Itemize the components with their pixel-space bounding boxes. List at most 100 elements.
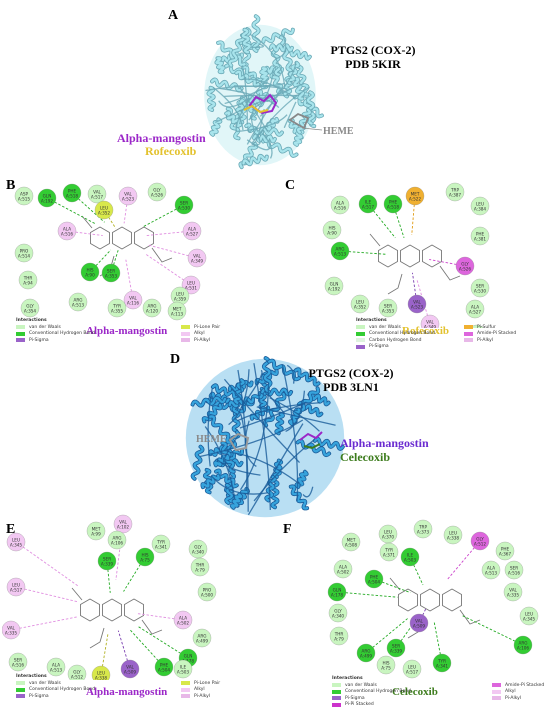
helix-ribbon — [251, 405, 270, 420]
helix-ribbon — [225, 108, 240, 139]
residue-number: A:530 — [178, 206, 191, 211]
loop-ribbon — [240, 87, 268, 131]
residue-number: A:530 — [474, 289, 487, 294]
loop-ribbon — [217, 459, 261, 475]
residue-number: A:354 — [24, 309, 37, 314]
residue-number: A:90 — [327, 231, 337, 236]
legend-e: Interactions van der Waals Conventional … — [16, 674, 266, 700]
residue-number: A:513 — [334, 252, 347, 257]
residue-number: A:526 — [459, 267, 472, 272]
helix-ribbon — [263, 358, 271, 392]
residue-number: A:517 — [91, 195, 104, 200]
loop-ribbon — [240, 383, 268, 490]
residue-number: A:387 — [449, 193, 462, 198]
interaction-diagram-b: ASPA:515GLNA:192PHEA:518VALA:517LEUA:352… — [2, 168, 272, 328]
loop-ribbon — [270, 398, 320, 432]
loop-ribbon — [276, 34, 285, 59]
residue-number: A:339 — [390, 649, 403, 654]
helix-ribbon — [215, 57, 225, 72]
residue-number: A:516 — [334, 206, 347, 211]
residue-number: A:352 — [98, 211, 111, 216]
residue-number: A:523 — [122, 197, 135, 202]
residue-number: A:79 — [195, 568, 205, 573]
legend-f-label: Pi-Alkyl — [505, 696, 521, 701]
helix-ribbon — [262, 389, 291, 394]
helix-ribbon — [276, 414, 283, 434]
helix-ribbon — [208, 88, 215, 110]
panel-a-protein: PTGS2 (COX-2) — [318, 43, 428, 57]
helix-ribbon — [211, 119, 221, 136]
legend-e-label: van der Waals — [29, 681, 61, 686]
helix-ribbon — [271, 45, 292, 50]
residue-number: A:335 — [507, 593, 520, 598]
helix-ribbon — [308, 392, 329, 405]
helix-ribbon — [236, 98, 245, 120]
legend-b: Interactions van der Waals Conventional … — [16, 318, 266, 344]
legend-e-label: Pi-Lone Pair — [194, 681, 220, 686]
legend-b-label: Alkyl — [194, 331, 205, 336]
ligand-rofecoxib-stick — [244, 106, 268, 112]
interaction-line — [16, 587, 78, 602]
loop-ribbon — [229, 369, 249, 424]
legend-c-title: Interactions — [356, 318, 546, 323]
loop-ribbon — [261, 132, 272, 159]
legend-c-label: Pi-Sulfur — [477, 325, 496, 330]
helix-ribbon — [239, 143, 257, 169]
helix-ribbon — [214, 454, 229, 467]
legend-e-label: Pi-Alkyl — [194, 694, 210, 699]
panel-letter-a: A — [168, 8, 178, 24]
helix-ribbon — [289, 485, 309, 510]
residue-number: A:517 — [406, 670, 419, 675]
helix-ribbon — [225, 112, 242, 127]
loop-ribbon — [219, 98, 250, 107]
loop-ribbon — [225, 85, 271, 104]
legend-c-item: Pi-Sigma — [356, 344, 464, 351]
helix-ribbon — [289, 409, 300, 425]
legend-f-label: Alkyl — [505, 689, 516, 694]
residue-number: A:352 — [354, 305, 367, 310]
residue-number: A:341 — [436, 664, 449, 669]
residue-number: A:192 — [328, 287, 341, 292]
residue-number: A:370 — [382, 535, 395, 540]
panel-d-ligand-alpha-mangostin: Alpha-mangostin — [340, 436, 429, 451]
ligand-structure — [72, 588, 162, 648]
residue-number: A:518 — [387, 205, 400, 210]
helix-ribbon — [253, 16, 259, 51]
residue-number: A:516 — [508, 571, 521, 576]
residue-number: A:353 — [382, 309, 395, 314]
helix-ribbon — [243, 154, 268, 166]
legend-f-label: Amide-Pi Stacked — [505, 683, 544, 688]
loop-ribbon — [250, 34, 285, 85]
panel-a-title: PTGS2 (COX-2) PDB 5KIR — [318, 43, 428, 71]
legend-f: Interactions van der Waals Conventional … — [332, 676, 547, 708]
residue-number: A:381 — [474, 237, 487, 242]
residue-number: A:178 — [331, 593, 344, 598]
residue-number: A:94 — [23, 281, 33, 286]
residue-number: A:75 — [140, 558, 150, 563]
helix-ribbon — [254, 136, 275, 142]
legend-f-label: Conventional Hydrogen Bond — [345, 689, 411, 694]
ligand-structure — [370, 234, 460, 294]
helix-ribbon — [288, 119, 304, 139]
